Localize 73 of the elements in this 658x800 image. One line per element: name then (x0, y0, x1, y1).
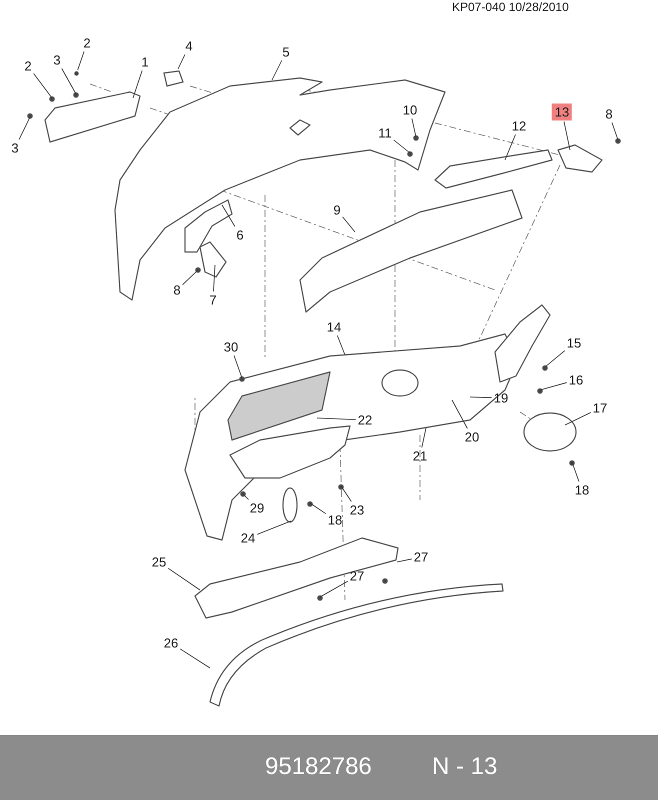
part-number: 95182786 (265, 753, 372, 781)
leader-line (396, 558, 412, 562)
leader-line (77, 51, 84, 70)
leader-line (222, 204, 236, 227)
callout-number: 5 (281, 44, 291, 60)
callout-number: 2 (23, 58, 33, 74)
leader-line (320, 580, 348, 598)
callout-number: 27 (348, 568, 366, 584)
drawing-date: KP07-040 10/28/2010 (452, 0, 569, 14)
leader-line (470, 396, 492, 398)
callout-number: 22 (356, 412, 374, 428)
callout-number: 1 (140, 54, 150, 70)
callout-number: 26 (162, 636, 180, 650)
callout-number: 24 (240, 530, 256, 546)
callout-number: 12 (510, 118, 528, 134)
leader-line (213, 264, 216, 292)
leader-line (178, 54, 186, 70)
leader-line (412, 118, 416, 138)
callout-number: 25 (150, 554, 168, 570)
callout-number: 6 (235, 228, 245, 242)
leader-line (33, 73, 52, 98)
leader-line (572, 462, 580, 482)
callout-number: 19 (492, 390, 510, 406)
leader-line (393, 140, 410, 154)
screw-icon (74, 71, 79, 76)
leader-line (61, 68, 76, 94)
leader-line (182, 270, 198, 286)
callout-number: 18 (326, 512, 344, 528)
leader-line (272, 60, 282, 80)
callout-number: 7 (208, 292, 218, 308)
leader-line (168, 568, 200, 590)
callout-number: 15 (566, 336, 582, 350)
callout-number: 8 (604, 106, 614, 122)
leader-line (421, 428, 426, 448)
callout-number: 16 (568, 372, 584, 388)
leader-line (132, 70, 143, 98)
callout-number: 9 (332, 202, 342, 218)
callout-number: 14 (326, 320, 342, 334)
leader-line (242, 494, 249, 500)
position-number: N - 13 (432, 753, 498, 781)
leader-line (316, 418, 356, 420)
cap-part-drawing (163, 70, 184, 87)
callout-number: 20 (464, 430, 480, 444)
leader-line (540, 382, 568, 390)
leader-line (336, 335, 346, 356)
leader-line (504, 134, 516, 160)
callout-number: 27 (412, 550, 430, 564)
callout-number: 13 (552, 104, 572, 120)
leader-line (612, 122, 618, 140)
callout-number: 2 (82, 36, 92, 50)
leader-line (564, 412, 592, 426)
leader-line (180, 648, 210, 668)
callout-number: 3 (52, 52, 62, 68)
callout-number: 29 (248, 500, 266, 516)
callout-number: 23 (348, 502, 366, 518)
callout-number: 11 (377, 126, 393, 140)
callout-number: 30 (222, 340, 240, 354)
callout-number: 10 (402, 102, 418, 118)
leader-line (544, 350, 566, 368)
leader-line (340, 486, 352, 502)
callout-number: 8 (172, 282, 182, 298)
callout-number: 18 (574, 482, 590, 498)
callout-number: 4 (184, 38, 194, 54)
leader-line (342, 216, 356, 232)
leader-line (564, 121, 570, 150)
leader-line (18, 116, 30, 140)
leader-line (234, 355, 242, 378)
callout-number: 3 (10, 140, 20, 156)
callout-number: 17 (592, 400, 608, 416)
leader-line (256, 520, 292, 535)
leader-line (452, 400, 468, 429)
callout-number: 21 (412, 448, 428, 464)
leader-line (310, 502, 326, 514)
